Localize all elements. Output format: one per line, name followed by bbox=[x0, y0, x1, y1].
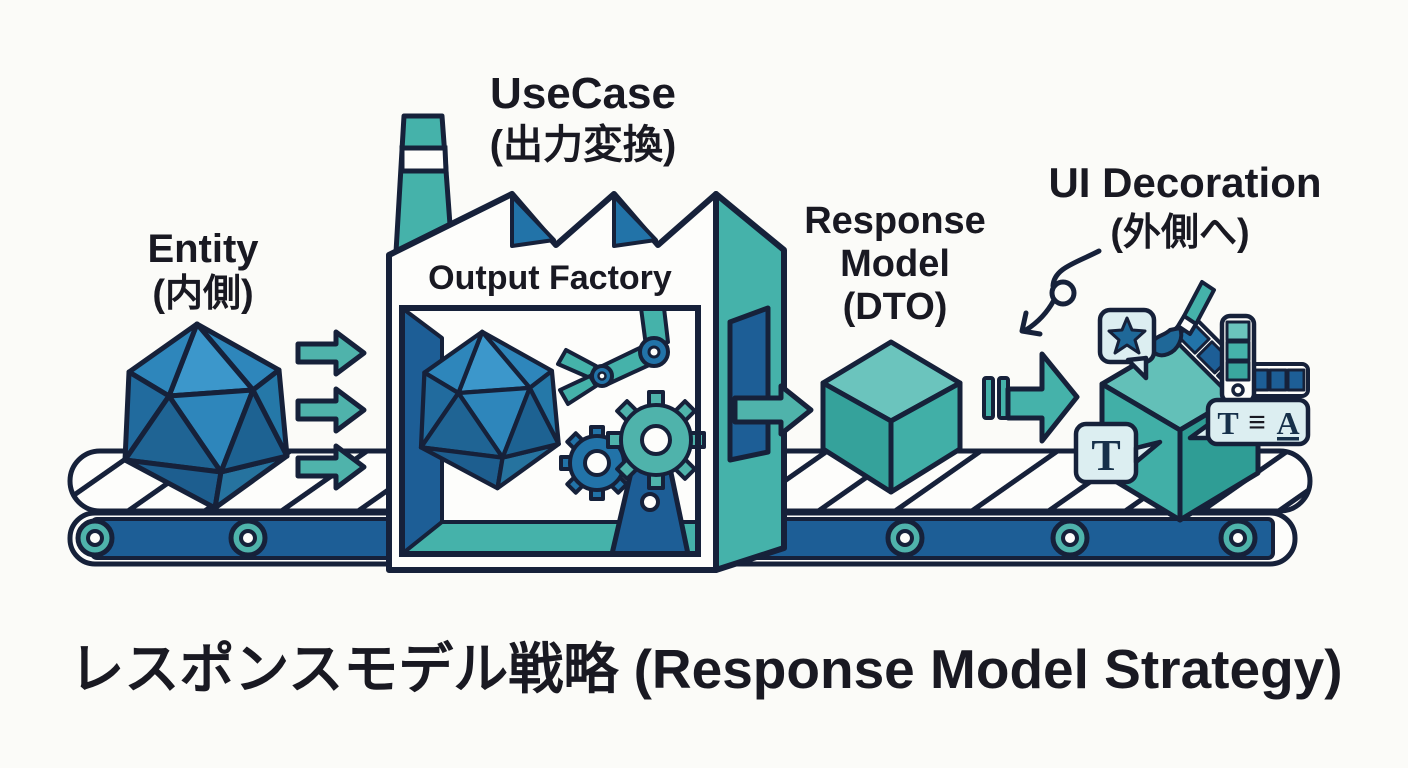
ui-decoration-label: UI Decoration bbox=[1048, 159, 1321, 206]
factory-exit-arrow-icon bbox=[732, 383, 814, 437]
gear-blue-icon bbox=[559, 425, 635, 501]
response-model-label-1: Response bbox=[804, 200, 986, 242]
diagram-title: レスポンスモデル戦略 (Response Model Strategy) bbox=[69, 638, 1342, 700]
usecase-sublabel: (出力変換) bbox=[490, 122, 677, 167]
speed-arrow-icon bbox=[982, 351, 1080, 444]
star-icon bbox=[1107, 316, 1147, 355]
labels: Entity (内側) UseCase (出力変換) Output Factor… bbox=[69, 69, 1342, 700]
usecase-label: UseCase bbox=[490, 69, 676, 118]
response-model-label-2: Model bbox=[840, 243, 950, 285]
output-factory-label: Output Factory bbox=[428, 259, 672, 297]
curved-arrow-icon bbox=[1019, 248, 1102, 337]
factory-window bbox=[399, 305, 706, 557]
star-bubble-icon bbox=[1097, 307, 1157, 381]
typography-equiv: ≡ bbox=[1248, 406, 1266, 439]
text-bubble-icon: T bbox=[1073, 421, 1163, 485]
factory bbox=[386, 113, 814, 573]
gear-teal-icon bbox=[606, 390, 706, 490]
robot-arm-icon bbox=[556, 306, 670, 406]
typography-t: T bbox=[1217, 405, 1238, 441]
ui-decoration-sublabel: (外側へ) bbox=[1110, 212, 1249, 254]
flow-arrows-icon bbox=[298, 332, 364, 488]
entity-label: Entity bbox=[147, 227, 259, 271]
color-swatches-icon bbox=[1169, 313, 1310, 405]
response-model-label-3: (DTO) bbox=[843, 286, 948, 328]
typography-a: A bbox=[1276, 405, 1299, 441]
text-bubble-letter: T bbox=[1091, 431, 1120, 480]
typography-badge-icon: T ≡ A bbox=[1187, 397, 1311, 447]
factory-door bbox=[727, 305, 771, 463]
response-model-cube-icon bbox=[820, 339, 963, 495]
window-frame bbox=[399, 305, 701, 557]
typography-a-underline bbox=[1277, 437, 1299, 441]
entity-sublabel: (内側) bbox=[152, 273, 253, 315]
